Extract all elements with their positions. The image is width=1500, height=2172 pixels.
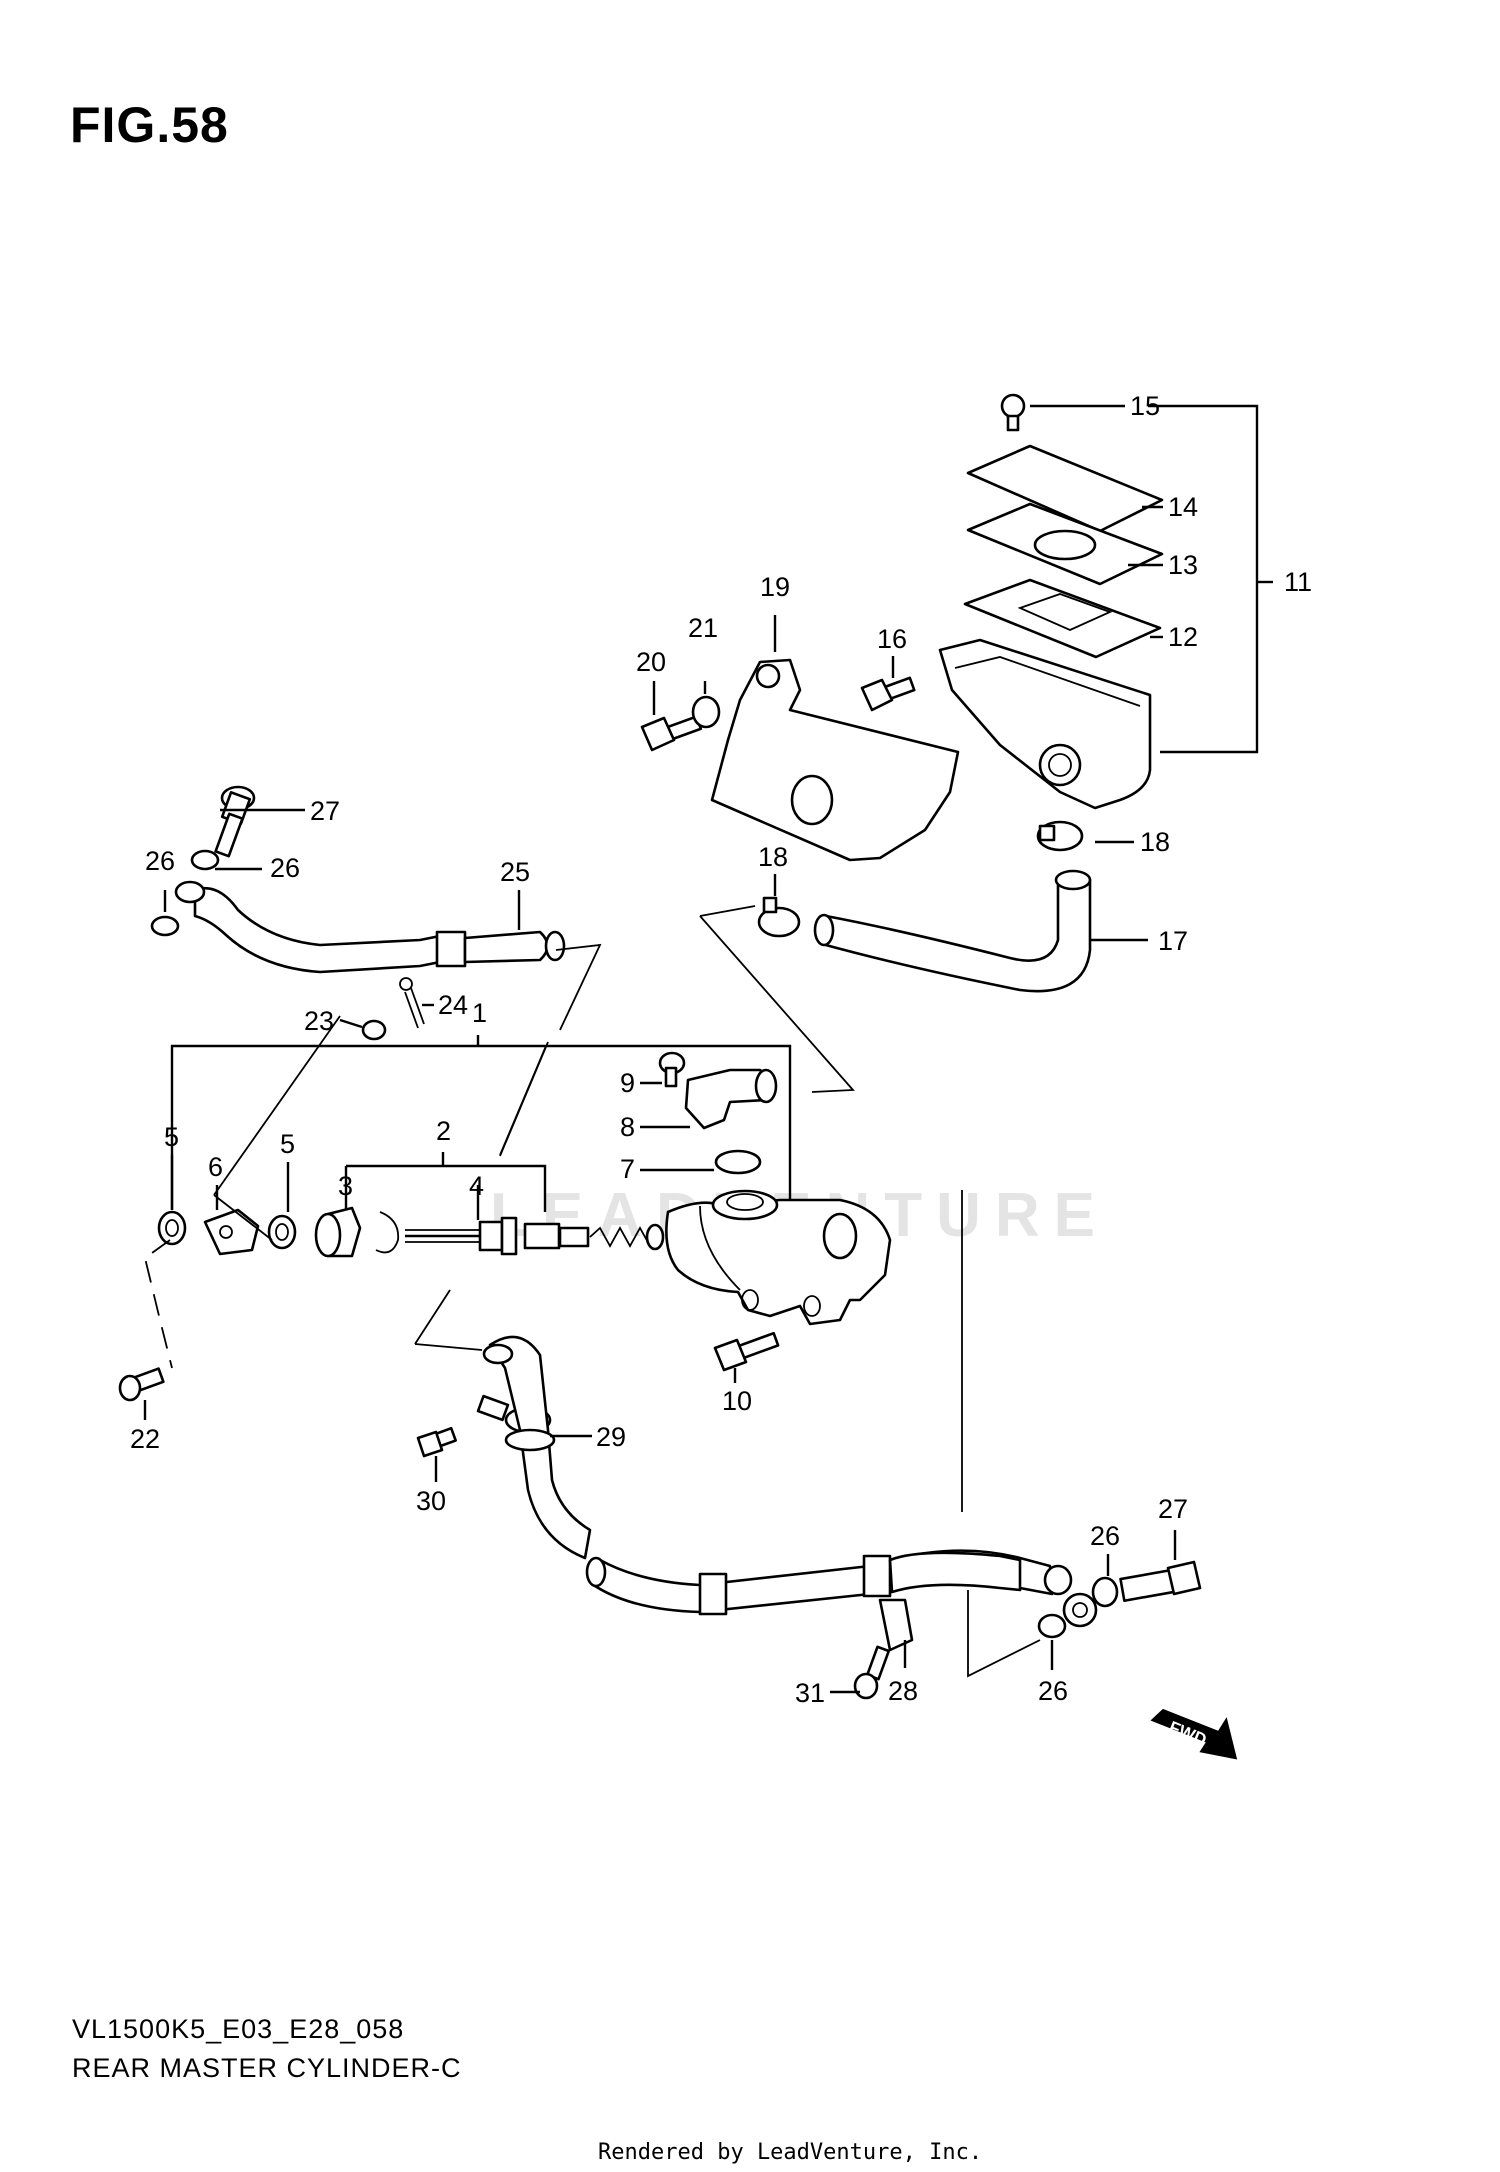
callout: 17: [1158, 926, 1188, 956]
reservoir-cap-screw: [1000, 393, 1026, 432]
callout: 27: [1158, 1494, 1188, 1524]
union-bolt-lower: [1119, 1560, 1202, 1602]
reservoir-cap-plate: [966, 444, 1164, 533]
cylinder-cap-5b: [267, 1214, 297, 1250]
callout: 31: [795, 1678, 825, 1708]
callout: 11: [1284, 567, 1312, 597]
callout: 25: [500, 857, 530, 887]
bracket-bolt-16: [860, 676, 916, 712]
piston-spring: [523, 1222, 665, 1251]
callout: 5: [164, 1122, 179, 1152]
reservoir-body: [938, 638, 1152, 810]
hose-clamp-upper: [1036, 820, 1084, 852]
callout: 10: [722, 1386, 752, 1416]
callout: 26: [1038, 1676, 1068, 1706]
callout: 9: [620, 1068, 635, 1098]
assembly-name: REAR MASTER CYLINDER-C: [72, 2053, 462, 2083]
washer-26d: [1037, 1613, 1067, 1639]
callout: 5: [280, 1129, 295, 1159]
callout: 12: [1168, 622, 1198, 652]
callout: 21: [688, 613, 718, 643]
cylinder-cap-5a: [157, 1210, 187, 1246]
callout: 4: [469, 1171, 484, 1201]
callout: 30: [416, 1486, 446, 1516]
o-ring-7: [714, 1149, 762, 1175]
washer-26c: [1091, 1576, 1119, 1608]
callout: 26: [145, 846, 175, 876]
callout: 14: [1168, 492, 1198, 522]
callout: 20: [636, 647, 666, 677]
master-cylinder-body: [665, 1198, 892, 1326]
callout: 26: [1090, 1521, 1120, 1551]
callout: 22: [130, 1424, 160, 1454]
washer-21: [691, 695, 721, 729]
callout: 26: [270, 853, 300, 883]
callout: 16: [877, 624, 907, 654]
brake-hose-upper: [193, 886, 442, 974]
callout: 23: [304, 1006, 334, 1036]
clevis-pin-22: [118, 1367, 165, 1402]
callout: 2: [436, 1116, 451, 1146]
washer-26b: [150, 915, 180, 937]
fwd-label: FWD: [1166, 1717, 1209, 1749]
callout: 29: [596, 1422, 626, 1452]
model-code: VL1500K5_E03_E28_058: [72, 2014, 405, 2044]
screw-9: [658, 1051, 686, 1088]
callout: 28: [888, 1676, 918, 1706]
render-credit: Rendered by LeadVenture, Inc.: [598, 2140, 983, 2165]
bracket-bolt-20: [640, 715, 703, 752]
callout: 1: [472, 998, 487, 1028]
callout: 6: [208, 1152, 223, 1182]
mounting-bolt-10: [713, 1331, 780, 1372]
fwd-arrow-icon: FWD: [1150, 1708, 1238, 1760]
hose-clip-28: [878, 1598, 914, 1652]
reservoir-diaphragm: [963, 578, 1162, 659]
callout: 24: [438, 990, 468, 1020]
circlip: [375, 1211, 400, 1254]
callout: 3: [338, 1171, 353, 1201]
callout: 13: [1168, 550, 1198, 580]
callout: 8: [620, 1112, 635, 1142]
callout: 18: [758, 842, 788, 872]
inlet-fitting-8: [684, 1068, 770, 1130]
washer-23: [361, 1019, 387, 1041]
hose-clamp-lower: [757, 896, 801, 938]
screw-31: [853, 1645, 891, 1700]
union-bolt-upper: [214, 785, 256, 858]
diaphragm-boss: [1033, 529, 1097, 561]
bolt-30: [416, 1426, 457, 1458]
callout: 19: [760, 572, 790, 602]
piston-rod-4: [478, 1220, 504, 1252]
callout: 15: [1130, 391, 1160, 421]
callout: 27: [310, 796, 340, 826]
cotter-pin-24: [399, 977, 425, 1029]
reservoir-bracket: [710, 658, 960, 862]
reservoir-hose: [820, 878, 1092, 993]
callout: 7: [620, 1154, 635, 1184]
figure-title: FIG.58: [70, 97, 229, 153]
callout: 18: [1140, 827, 1170, 857]
washer-26a: [190, 849, 220, 871]
